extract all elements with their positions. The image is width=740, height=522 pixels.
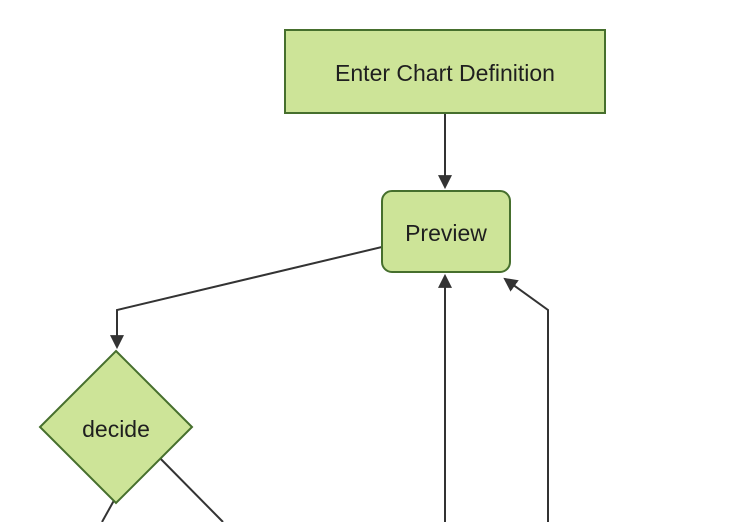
edge-offscreen-to-preview-corner bbox=[503, 277, 549, 522]
edge-preview-to-decide bbox=[110, 246, 383, 350]
node-decide: decide bbox=[38, 349, 194, 505]
node-decide-shape bbox=[38, 349, 194, 505]
node-preview-label: Preview bbox=[405, 220, 487, 246]
node-preview: Preview bbox=[381, 190, 511, 273]
node-preview-shape bbox=[381, 190, 511, 273]
node-enter-chart-definition: Enter Chart Definition bbox=[284, 29, 606, 114]
edge-decide-to-offscreen-right bbox=[149, 447, 224, 522]
node-decide-label: decide bbox=[82, 416, 150, 442]
node-enter-chart-definition-label: Enter Chart Definition bbox=[335, 60, 555, 86]
node-enter-chart-definition-shape bbox=[284, 29, 606, 114]
